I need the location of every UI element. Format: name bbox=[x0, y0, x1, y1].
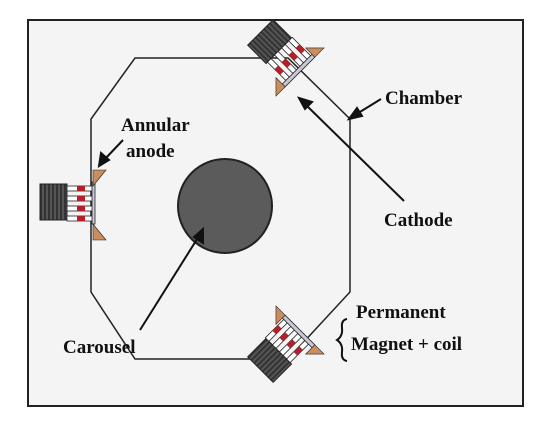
top-magnet-body bbox=[246, 18, 293, 65]
bottom-anode-right bbox=[275, 305, 286, 326]
permanent-magnet-label-line1: Permanent bbox=[356, 302, 446, 323]
annular-anode-label-line1: Annular bbox=[121, 115, 190, 136]
left-target-plate bbox=[91, 181, 96, 225]
carousel-label: Carousel bbox=[63, 337, 135, 358]
top-anode-left bbox=[275, 76, 286, 97]
cathode-arrow bbox=[304, 103, 405, 202]
annular-anode-arrow bbox=[103, 139, 124, 161]
left-cathode-assembly bbox=[39, 169, 107, 241]
carousel-arrow bbox=[139, 235, 200, 331]
magnet-brace bbox=[335, 318, 348, 362]
top-anode-right bbox=[304, 47, 325, 58]
chamber-label: Chamber bbox=[385, 88, 463, 109]
left-anode-top bbox=[92, 169, 107, 187]
left-anode-bottom bbox=[92, 223, 107, 241]
bottom-anode-left bbox=[304, 344, 325, 355]
carousel bbox=[177, 158, 273, 254]
permanent-magnet-label-line2: Magnet + coil bbox=[351, 334, 462, 355]
top-cathode-assembly bbox=[246, 18, 325, 97]
chamber-arrowhead bbox=[346, 106, 364, 121]
bottom-cathode-assembly bbox=[246, 305, 325, 384]
annular-anode-arrowhead bbox=[97, 151, 111, 168]
annular-anode-label-line2: anode bbox=[126, 141, 175, 162]
cathode-arrowhead bbox=[296, 96, 314, 111]
cathode-label: Cathode bbox=[384, 210, 453, 231]
left-magnet-body bbox=[39, 183, 68, 221]
carousel-arrowhead bbox=[192, 226, 204, 245]
bottom-magnet-body bbox=[246, 337, 293, 384]
